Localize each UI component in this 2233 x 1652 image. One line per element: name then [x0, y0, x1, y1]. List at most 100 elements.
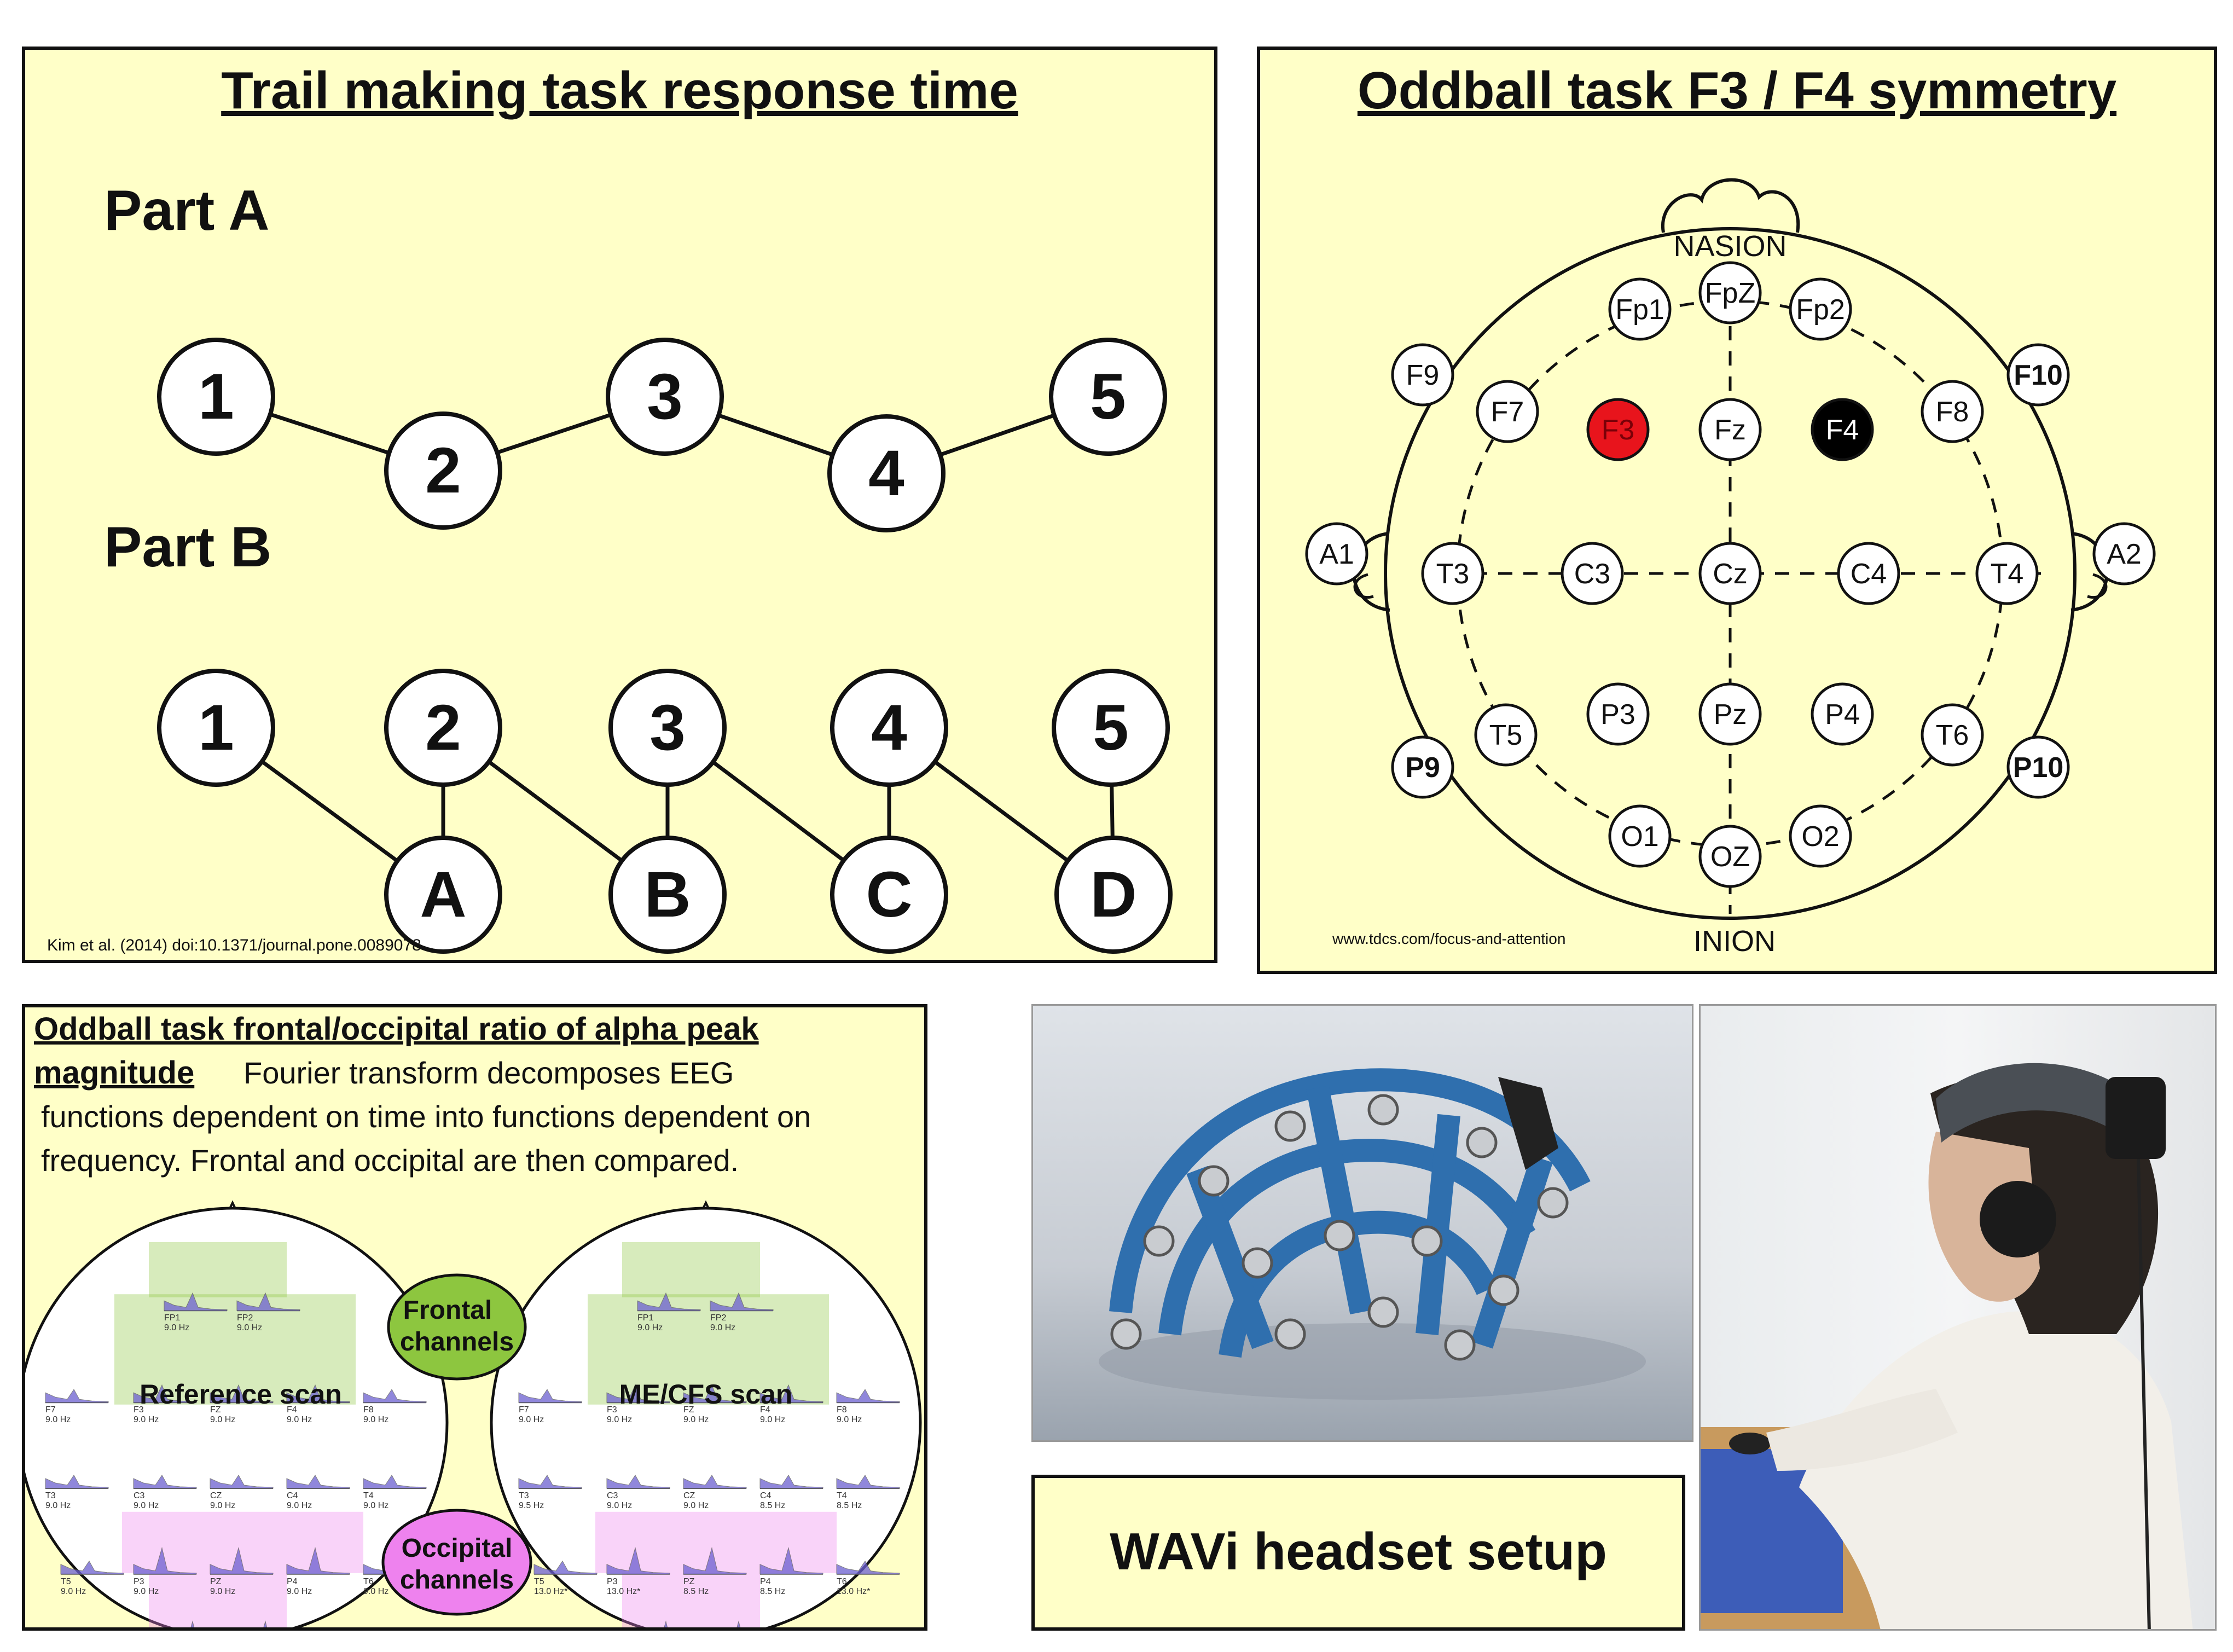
electrode-pz: Pz [1698, 682, 1762, 746]
me-freq-fz: 9.0 Hz [683, 1415, 709, 1424]
electrode-t6: T6 [1921, 703, 1984, 767]
me-chname-c4: C4 [760, 1491, 772, 1500]
me-freq-p3: 13.0 Hz* [607, 1587, 640, 1596]
electrode-o2: O2 [1789, 804, 1852, 868]
me-freq-f8: 9.0 Hz [837, 1415, 862, 1424]
inion-label: INION [1693, 925, 1776, 958]
me-spectrum-fz [683, 1384, 747, 1403]
ref-spectrum-fp1 [164, 1292, 228, 1311]
electrode-oz-circle [1698, 825, 1762, 888]
electrode-fp2: Fp2 [1789, 277, 1852, 341]
mecfs-head [490, 1207, 922, 1627]
me-occipital-region-bottom [622, 1573, 760, 1627]
part-b-node-a-circle [384, 836, 502, 954]
electrode-o2-label: O2 [1801, 821, 1839, 853]
me-spectrum-fp2 [710, 1292, 774, 1311]
trail-connector-lines [260, 412, 1115, 863]
me-chname-c3: C3 [607, 1491, 618, 1500]
ref-freq-t3: 9.0 Hz [45, 1501, 71, 1510]
electrode-f7-circle [1476, 380, 1539, 443]
ref-channel-f4: F49.0 Hz [286, 1384, 350, 1424]
person-arm [1766, 1389, 1958, 1471]
wavi-label-text: WAVi headset setup [1110, 1522, 1607, 1581]
ref-spectrum-c3 [133, 1475, 197, 1489]
ref-freq-cz: 9.0 Hz [210, 1501, 235, 1510]
electrode-fz: Fz [1698, 398, 1762, 461]
alpha-desc-line1: Fourier transform decomposes EEG [243, 1056, 734, 1090]
me-spectrum-f8 [836, 1389, 900, 1403]
occipital-label-2: channels [400, 1566, 514, 1595]
electrode-f3: F3 [1586, 398, 1650, 461]
ref-spectrum-f3 [133, 1384, 197, 1403]
me-spectrum-t6 [836, 1560, 900, 1575]
computer-mouse [1729, 1433, 1771, 1454]
electrode-f4-circle [1811, 398, 1874, 461]
me-freq-cz: 9.0 Hz [683, 1501, 709, 1510]
me-freq-fp2: 9.0 Hz [710, 1323, 735, 1332]
ref-freq-t6: 9.0 Hz [363, 1587, 388, 1596]
frontal-channels-oval [387, 1273, 527, 1381]
eeg-10-20-head-diagram: NASION INION www.tdcs.com/focus-and-atte… [1305, 178, 2156, 958]
me-channel-f3: F39.0 Hz [606, 1384, 670, 1424]
ref-spectrum-t3 [45, 1475, 109, 1489]
me-chname-fp1: FP1 [637, 1313, 653, 1323]
part-b-node-5-circle [1052, 669, 1170, 787]
me-chname-p3: P3 [607, 1577, 618, 1586]
trail-connector [269, 412, 390, 455]
reference-head [25, 1207, 449, 1627]
trail-connector [939, 413, 1055, 457]
me-spectrum-cz [683, 1475, 747, 1489]
electrode-fp1-label: Fp1 [1615, 294, 1664, 326]
ref-spectrum-f4 [286, 1384, 350, 1403]
part-b-node-4-label: 4 [871, 692, 907, 764]
electrode-t5: T5 [1474, 703, 1538, 767]
part-b-node-c-circle [830, 836, 948, 954]
trail-connector [260, 760, 399, 863]
electrode-f10-label: F10 [2014, 360, 2063, 391]
me-chname-f4: F4 [760, 1405, 770, 1415]
part-b-node-c: C [830, 836, 948, 954]
alpha-title-line2: magnitude [34, 1055, 194, 1091]
ref-channel-o1: O19.0 Hz [190, 1620, 195, 1627]
part-b-node-3-label: 3 [649, 692, 686, 764]
part-a-node-3: 3 [606, 338, 724, 456]
headset-illustration [1099, 1068, 1646, 1400]
me-freq-p4: 8.5 Hz [760, 1587, 785, 1596]
me-freq-t5: 13.0 Hz* [534, 1587, 567, 1596]
ref-freq-fp2: 9.0 Hz [237, 1323, 262, 1332]
ref-chname-fp2: FP2 [237, 1313, 253, 1323]
electrode-f8: F8 [1921, 380, 1984, 443]
ref-channel-c3: C39.0 Hz [133, 1475, 197, 1510]
ref-chname-f7: F7 [45, 1405, 56, 1415]
part-b-node-2-label: 2 [425, 692, 461, 764]
person-wearing-headset-photo [1699, 1004, 2217, 1631]
frontal-label-1: Frontal [403, 1296, 492, 1325]
electrode-a2-label: A2 [2107, 538, 2142, 570]
ref-chname-c3: C3 [134, 1491, 145, 1500]
part-b-node-3: 3 [608, 669, 727, 787]
electrode-p10: P10 [2006, 735, 2070, 799]
trail-citation: Kim et al. (2014) doi:10.1371/journal.po… [47, 936, 421, 954]
me-channel-o2: O213.0 Hz* [736, 1620, 741, 1627]
part-b-node-a-label: A [420, 859, 466, 931]
ref-chname-t5: T5 [61, 1577, 71, 1586]
part-b-node-d: D [1054, 836, 1173, 954]
part-a-node-5: 5 [1049, 338, 1167, 456]
ref-chname-pz: PZ [210, 1577, 222, 1586]
part-b-node-b-label: B [644, 859, 691, 931]
ref-freq-f7: 9.0 Hz [45, 1415, 71, 1424]
electrode-fp2-label: Fp2 [1796, 294, 1845, 326]
headset-controller [2106, 1077, 2166, 1159]
part-b-node-5-label: 5 [1093, 692, 1129, 764]
electrode-fp1: Fp1 [1608, 277, 1672, 341]
part-b-label: Part B [104, 515, 271, 579]
occipital-channels-oval [381, 1509, 532, 1616]
ref-freq-c3: 9.0 Hz [134, 1501, 159, 1510]
me-spectrum-f4 [759, 1384, 823, 1403]
ref-spectrum-cz [210, 1475, 274, 1489]
